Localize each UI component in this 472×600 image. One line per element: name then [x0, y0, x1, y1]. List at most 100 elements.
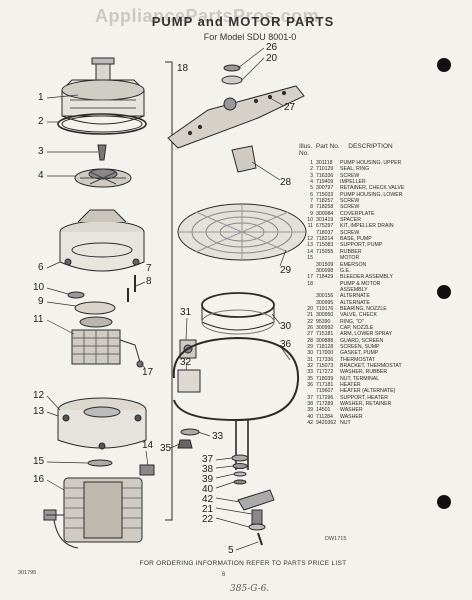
callout-20: 20: [266, 53, 278, 64]
part-no-cell: 300156: [316, 293, 334, 300]
callout-12: 12: [33, 390, 45, 401]
binder-hole-top: [437, 58, 451, 72]
callout-37: 37: [202, 454, 214, 465]
callout-31: 31: [180, 307, 192, 318]
description-cell: PUMP HOUSING, UPPER: [340, 160, 402, 166]
illus-no-cell: 42: [307, 420, 313, 427]
description-cell: HEATER: [340, 382, 361, 389]
callout-36: 36: [280, 339, 292, 350]
upper-pump-housing-drawing: [61, 57, 145, 125]
sump-screen-drawing: [177, 203, 307, 261]
part-no-cell: 300992: [316, 324, 334, 331]
description-cell: CAP, NOZZLE: [340, 324, 374, 331]
callout-22: 22: [202, 514, 214, 525]
part-no-cell: 719607: [316, 388, 334, 395]
callout-40: 40: [202, 484, 214, 495]
description-cell: GASKET, PUMP: [340, 350, 379, 357]
description-cell: MOTOR: [340, 255, 360, 262]
spray-arm-drawing: [167, 85, 305, 149]
description-cell: SCREW: [340, 229, 360, 236]
illus-no-cell: 3: [310, 172, 313, 179]
part-no-cell: 300098: [316, 267, 334, 274]
header-part-no: Part No.: [315, 143, 340, 150]
callout-32: 32: [180, 357, 192, 368]
description-cell: ALTERNATE: [340, 293, 370, 300]
illus-no-cell: 33: [307, 369, 313, 376]
part-no-cell: 718128: [316, 343, 334, 350]
part-no-cell: 717296: [316, 394, 334, 401]
part-no-cell: 718257: [316, 198, 334, 205]
part-no-cell: 716336: [316, 172, 334, 179]
page-number: 6: [222, 572, 226, 578]
callout-15: 15: [33, 456, 45, 467]
part-no-cell: 715073: [316, 363, 334, 369]
callout-17: 17: [142, 367, 154, 378]
parts-list-row: ASSEMBLY: [299, 287, 459, 293]
callout-21: 21: [202, 504, 214, 515]
description-cell: GUARD, SCREEN: [340, 337, 384, 344]
part-no-cell: 718429: [316, 274, 334, 281]
description-cell: VALVE, CHECK: [340, 312, 377, 319]
illus-no-cell: 14: [307, 248, 313, 255]
callout-9: 9: [38, 296, 44, 307]
part-no-cell: 715083: [316, 242, 334, 249]
callout-35: 35: [160, 443, 172, 454]
description-cell: KIT, IMPELLER DRAIN: [340, 223, 394, 230]
description-cell: NUT, TERMINAL: [340, 375, 380, 382]
callout-3: 3: [38, 146, 44, 157]
callout-4: 4: [38, 170, 44, 181]
callout-6: 6: [38, 262, 44, 273]
description-cell: ALTERNATE: [340, 299, 370, 306]
illus-no-cell: 4: [310, 179, 313, 186]
parts-list-row: 719607 HEATER (ALTERNATE): [299, 388, 459, 394]
description-cell: NUT: [340, 420, 351, 427]
illus-no-cell: 7: [310, 198, 313, 205]
description-cell: HEATER (ALTERNATE): [340, 388, 396, 395]
description-cell: COVERPLATE: [340, 210, 375, 217]
callout-10: 10: [33, 282, 45, 293]
description-cell: SCREW: [340, 172, 360, 179]
illus-no-cell: 8: [310, 204, 313, 211]
part-no-cell: 717289: [316, 401, 334, 408]
illus-no-cell: 1: [310, 160, 313, 166]
watermark: AppliancePartsPros.com: [95, 6, 320, 26]
illus-no-cell: 31: [307, 356, 313, 363]
illus-no-cell: 18: [307, 280, 313, 287]
illus-no-cell: 39: [307, 407, 313, 414]
description-cell: WASHER: [340, 407, 363, 414]
part-no-cell: 300888: [316, 337, 334, 344]
description-cell: SUPPORT, HEATER: [340, 394, 388, 401]
description-cell: WASHER, RUBBER: [340, 369, 388, 376]
callout-38: 38: [202, 464, 214, 475]
callout-42: 42: [202, 494, 214, 505]
callout-33: 33: [212, 431, 224, 442]
callout-8: 8: [146, 276, 152, 287]
parts-list-header: Illus. No. Part No. DESCRIPTION: [299, 143, 459, 157]
callout-7: 7: [146, 263, 152, 274]
illus-no-cell: 40: [307, 413, 313, 420]
document-number: 301795: [18, 570, 37, 576]
illus-no-cell: 36: [307, 382, 313, 389]
description-cell: SCREEN, SUMP: [340, 343, 380, 350]
